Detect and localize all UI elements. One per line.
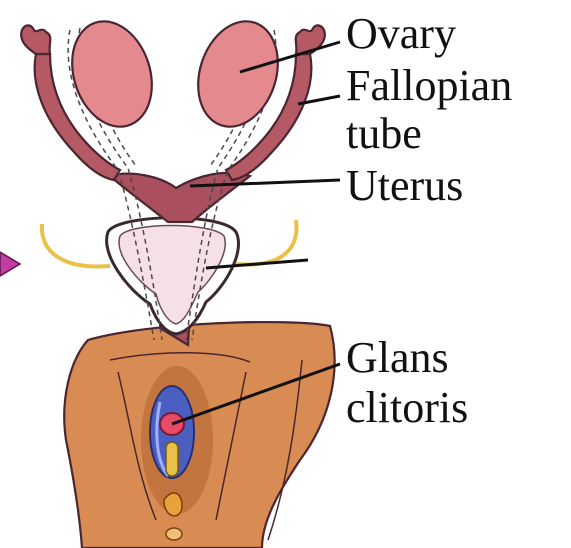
bladder-inner — [119, 226, 225, 325]
label-ovary: Ovary — [346, 9, 456, 58]
fimbriae-left — [21, 25, 50, 54]
label-glans-line1: Glans — [346, 333, 449, 382]
label-glans-line2: clitoris — [346, 383, 468, 432]
anus — [166, 528, 182, 540]
label-fallopian-line1: Fallopian — [346, 61, 512, 110]
bladder — [107, 218, 239, 334]
lower-opening — [164, 493, 182, 516]
round-ligament-left — [42, 224, 110, 267]
ovary-right — [185, 11, 291, 137]
pointer-arrow — [0, 252, 20, 276]
urethra-yellow — [166, 442, 178, 476]
ovary-left — [59, 11, 165, 137]
external-body — [64, 322, 334, 548]
round-ligament-right — [236, 220, 297, 265]
label-fallopian-line2: tube — [346, 109, 422, 158]
label-uterus: Uterus — [346, 161, 463, 210]
